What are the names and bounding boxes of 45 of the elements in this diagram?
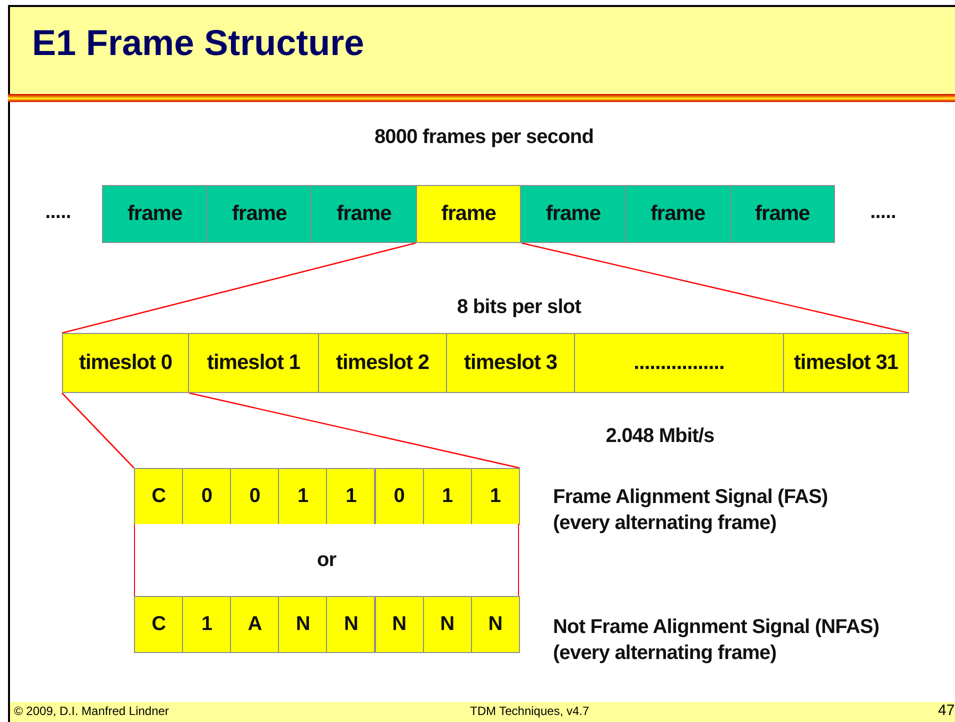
bit-cell: N — [326, 596, 376, 653]
frame-cell: frame — [311, 185, 417, 243]
timeslot-cell: timeslot 2 — [318, 333, 447, 393]
slot-note: 8 bits per slot — [456, 296, 582, 319]
ellipsis: ..... — [45, 201, 71, 224]
alternative-box: or — [134, 524, 519, 597]
bit-cell: 1 — [182, 596, 232, 653]
bit-cell: N — [470, 596, 520, 653]
slide-title: E1 Frame Structure — [32, 22, 364, 64]
bit-cell: N — [422, 596, 472, 653]
timeslot-cell: timeslot 0 — [62, 333, 189, 393]
bit-cell: N — [374, 596, 424, 653]
zoom-line — [62, 392, 134, 468]
bit-cell: 1 — [422, 468, 472, 525]
bit-cell: 0 — [374, 468, 424, 525]
bit-cell: C — [134, 468, 184, 525]
bit-cell: 0 — [182, 468, 232, 525]
footer-text: TDM Techniques, v4.7 — [470, 704, 590, 718]
timeslot-cell: timeslot 1 — [188, 333, 319, 393]
frame-cell: frame — [625, 185, 731, 243]
ellipsis: ..... — [870, 201, 896, 224]
timeslot-cell: timeslot 31 — [783, 333, 909, 393]
signal-description: Not Frame Alignment Signal (NFAS) (every alternating frame) — [553, 615, 880, 666]
frame-cell: frame — [206, 185, 312, 243]
frame-cell: frame — [416, 185, 522, 243]
timeslot-cell: timeslot 3 — [446, 333, 575, 393]
bit-cell: 1 — [278, 468, 328, 525]
rate-note: 8000 frames per second — [374, 126, 594, 149]
bitrate-note: 2.048 Mbit/s — [606, 425, 714, 448]
bit-cell: 1 — [326, 468, 376, 525]
page-number: 47 — [938, 702, 955, 719]
bit-cell: N — [278, 596, 328, 653]
frame-cell: frame — [520, 185, 626, 243]
zoom-line — [62, 242, 416, 334]
frame-cell: frame — [730, 185, 836, 243]
footer-text: © 2009, D.I. Manfred Lindner — [14, 704, 169, 718]
frame-cell: frame — [102, 185, 208, 243]
timeslot-cell: ................. — [574, 333, 784, 393]
bit-cell: C — [134, 596, 184, 653]
zoom-line — [521, 242, 910, 334]
bit-cell: A — [230, 596, 280, 653]
zoom-line — [188, 392, 520, 469]
signal-description: Frame Alignment Signal (FAS) (every alternating frame) — [553, 485, 829, 536]
bit-cell: 0 — [230, 468, 280, 525]
bit-cell: 1 — [470, 468, 520, 525]
